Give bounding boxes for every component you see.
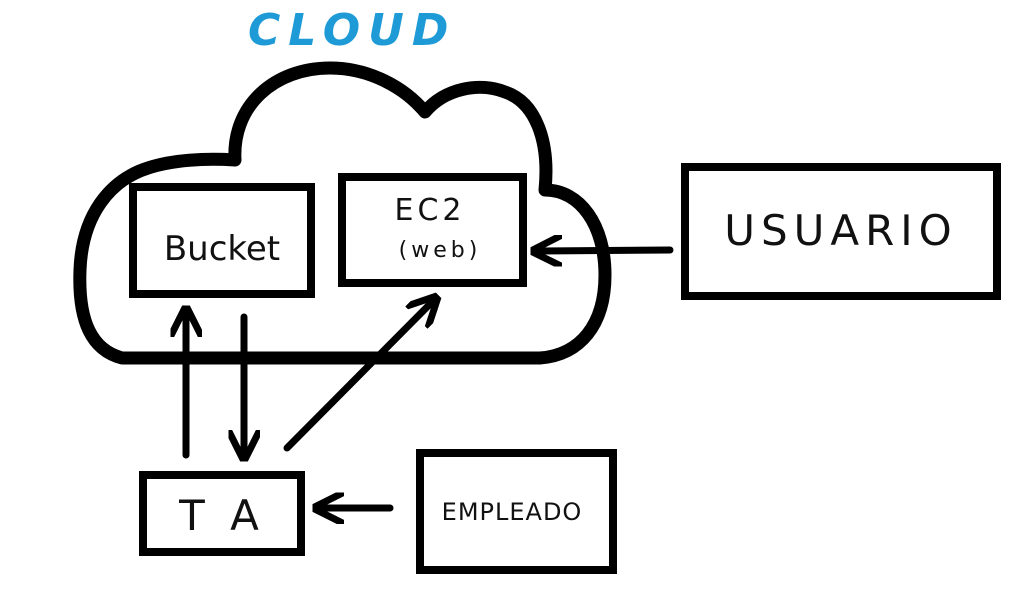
arrow-ta-to-ec2 <box>283 302 432 452</box>
empleado-node: EMPLEADO <box>416 449 617 574</box>
ec2-label-line1: EC2 <box>395 193 466 228</box>
arrow-usuario-to-ec2 <box>540 250 674 251</box>
cloud-shape <box>73 61 612 365</box>
ta-node: T A <box>139 471 305 556</box>
bucket-label: Bucket <box>164 229 280 269</box>
ta-label: T A <box>178 491 265 540</box>
usuario-label: USUARIO <box>724 206 958 255</box>
usuario-node: USUARIO <box>681 163 1001 300</box>
ec2-node: EC2 (web) <box>338 173 527 287</box>
bucket-node: Bucket <box>129 183 315 298</box>
ec2-label-line2: (web) <box>399 238 482 263</box>
empleado-label: EMPLEADO <box>442 498 583 526</box>
diagram-title: CLOUD <box>248 5 456 56</box>
